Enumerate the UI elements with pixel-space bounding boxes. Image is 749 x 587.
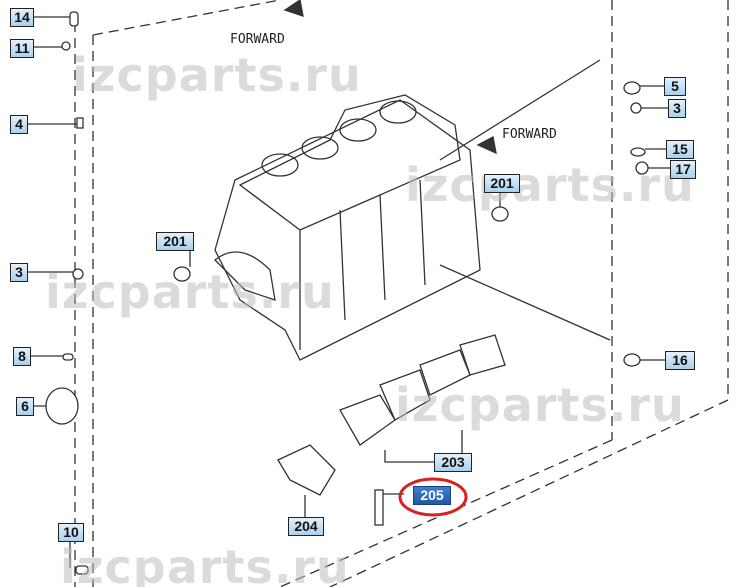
callout-3[interactable]: 3 xyxy=(10,263,28,282)
forward-label: FORWARD xyxy=(502,127,557,142)
forward-label: FORWARD xyxy=(230,32,285,47)
callout-4[interactable]: 4 xyxy=(10,115,28,134)
callout-8[interactable]: 8 xyxy=(13,347,31,366)
callout-203[interactable]: 203 xyxy=(434,453,472,472)
callout-6[interactable]: 6 xyxy=(16,397,34,416)
watermark: izcparts.ru xyxy=(45,265,335,319)
callout-11[interactable]: 11 xyxy=(10,39,34,58)
callout-205-highlighted[interactable]: 205 xyxy=(413,486,451,505)
callout-5[interactable]: 5 xyxy=(664,77,686,96)
watermark: izcparts.ru xyxy=(405,158,695,212)
callout-204[interactable]: 204 xyxy=(288,517,324,536)
callout-201[interactable]: 201 xyxy=(156,232,194,251)
callout-10[interactable]: 10 xyxy=(58,523,84,542)
callout-17[interactable]: 17 xyxy=(670,160,696,179)
callout-15[interactable]: 15 xyxy=(666,140,694,159)
callout-14[interactable]: 14 xyxy=(10,8,34,27)
watermark: izcparts.ru xyxy=(72,48,362,102)
callout-16[interactable]: 16 xyxy=(665,351,695,370)
watermark: izcparts.ru xyxy=(60,540,350,587)
callout-201[interactable]: 201 xyxy=(484,174,520,193)
watermark: izcparts.ru xyxy=(395,378,685,432)
callout-3[interactable]: 3 xyxy=(668,99,686,118)
